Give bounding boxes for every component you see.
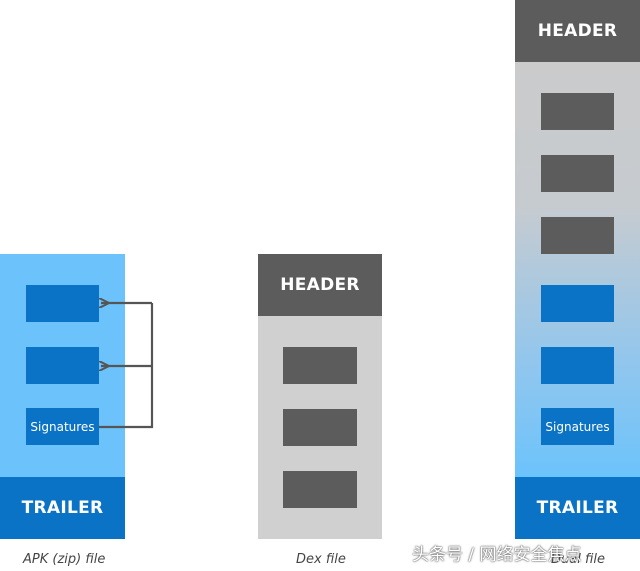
- dex-block-2: [283, 409, 357, 446]
- dex-caption: Dex file: [296, 552, 346, 567]
- dual-trailer: TRAILER: [515, 477, 640, 539]
- dual-grey-block-2: [541, 155, 614, 192]
- apk-trailer: TRAILER: [0, 477, 125, 539]
- dex-header: HEADER: [258, 254, 382, 316]
- dual-grey-block-1: [541, 93, 614, 130]
- dual-caption: Dual file: [551, 552, 605, 567]
- apk-signatures-block: Signatures: [26, 408, 99, 445]
- dual-header: HEADER: [515, 0, 640, 62]
- watermark-text: 头条号 / 网络安全焦点: [412, 545, 582, 565]
- dual-blue-block-1: [541, 285, 614, 322]
- dex-block-1: [283, 347, 357, 384]
- dual-file-container: [515, 62, 640, 477]
- apk-caption: APK (zip) file: [23, 552, 106, 567]
- apk-entry-block-2: [26, 347, 99, 384]
- dual-signatures-block: Signatures: [541, 408, 614, 445]
- dex-block-3: [283, 471, 357, 508]
- dual-blue-block-2: [541, 347, 614, 384]
- apk-entry-block-1: [26, 285, 99, 322]
- arrow-connector-line: [99, 303, 154, 429]
- dual-grey-block-3: [541, 217, 614, 254]
